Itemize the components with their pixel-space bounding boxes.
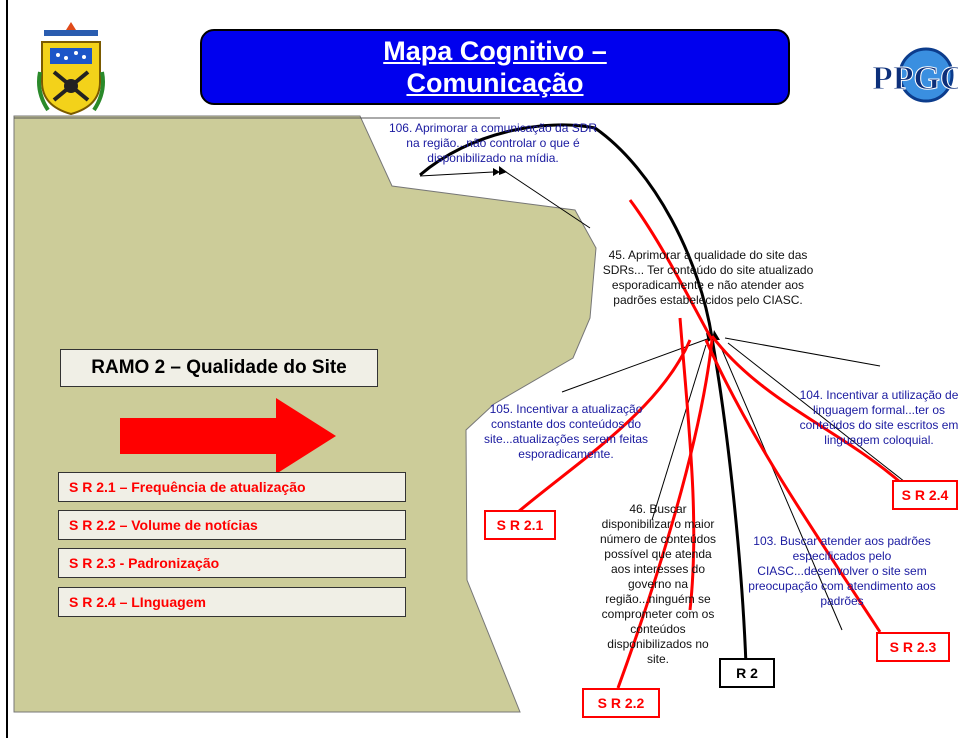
university-crest-icon (37, 22, 105, 116)
concept-46: 46. Buscar disponibilizar o maior número… (599, 502, 717, 666)
sub-branch-2-3: S R 2.3 - Padronização (58, 548, 406, 578)
title-line-1: Mapa Cognitivo – (383, 36, 607, 66)
branch-title-box: RAMO 2 – Qualidade do Site (60, 349, 378, 387)
node-sr-2-2: S R 2.2 (582, 688, 660, 718)
black-curves (419, 123, 748, 666)
sub-branch-2-4: S R 2.4 – LInguagem (58, 587, 406, 617)
ppgc-logo-text: PPGC (872, 60, 958, 97)
sub-branch-2-1: S R 2.1 – Frequência de atualização (58, 472, 406, 502)
thin-arrows (419, 169, 906, 631)
node-sr-2-3: S R 2.3 (876, 632, 950, 662)
concept-103: 103. Buscar atender aos padrões especifi… (748, 534, 936, 608)
concept-105: 105. Incentivar a atualização constante … (483, 402, 649, 461)
title-line-2: Comunicação (406, 68, 584, 98)
sub-branch-2-2: S R 2.2 – Volume de notícias (58, 510, 406, 540)
node-sr-2-1: S R 2.1 (484, 510, 556, 540)
concept-106: 106. Aprimorar a comunicação da SDR na r… (388, 121, 598, 165)
slide-title: Mapa Cognitivo – Comunicação (200, 29, 790, 105)
concept-45: 45. Aprimorar a qualidade do site das SD… (602, 248, 814, 307)
ppgc-logo: PPGC (872, 45, 958, 115)
concept-104: 104. Incentivar a utilização de linguage… (799, 388, 958, 447)
left-border (6, 0, 8, 738)
red-curves (517, 199, 901, 689)
node-r-2: R 2 (719, 658, 775, 688)
node-sr-2-4: S R 2.4 (892, 480, 958, 510)
right-arrow-icon (120, 398, 336, 474)
